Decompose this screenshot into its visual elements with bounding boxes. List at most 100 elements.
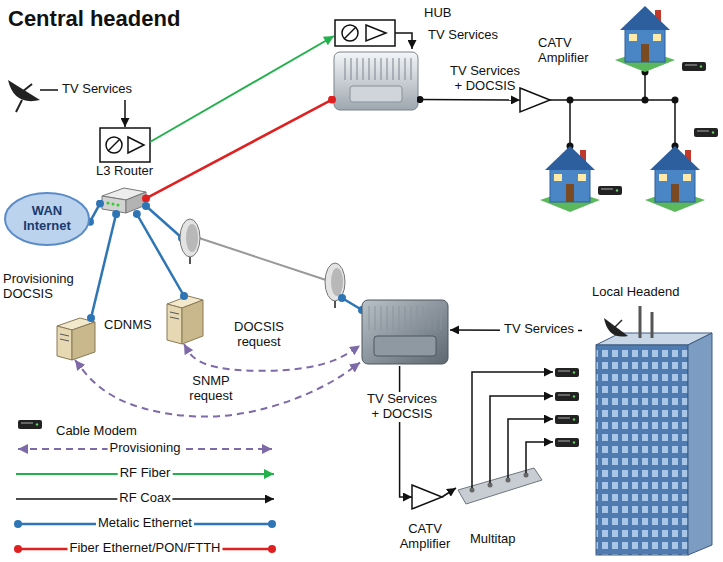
legend-label: Metalic Ethernet	[96, 516, 194, 531]
satellite-dish	[614, 320, 622, 328]
multitap	[458, 468, 542, 504]
server-icon	[60, 339, 69, 341]
illustration	[180, 219, 200, 264]
router-icon	[117, 204, 120, 207]
connector	[400, 366, 412, 497]
router-icon	[107, 202, 110, 205]
building	[596, 306, 712, 555]
illustration	[615, 6, 675, 72]
coax-tree	[674, 100, 676, 146]
cdnms-server: CDNMS	[165, 296, 203, 344]
wan-cloud: WAN Internet	[4, 192, 90, 246]
router-icon	[102, 196, 126, 213]
optical-transmitter	[100, 128, 150, 162]
optical-receiver	[342, 25, 358, 41]
legend-label: Fiber Ethernet/PON/FTTH	[68, 541, 223, 556]
coax-dot	[642, 97, 649, 104]
server-icon	[167, 296, 203, 344]
node-device: TV Services + DOCSIS	[360, 298, 450, 366]
node-label: WAN Internet	[15, 204, 79, 234]
legend-label: Cable Modem	[56, 424, 137, 439]
hub-device: HUB	[332, 50, 420, 112]
rf-fiber-line	[150, 36, 334, 142]
ethernet-line	[146, 206, 182, 238]
node-device	[374, 336, 436, 356]
illustration	[682, 62, 706, 71]
connector	[75, 360, 360, 417]
router-icon	[102, 188, 146, 213]
ethernet-line	[342, 298, 362, 310]
hub-node-device	[334, 52, 418, 110]
legend-label: Provisioning	[108, 441, 183, 456]
optical-receiver	[335, 20, 395, 46]
satellite-dish	[22, 84, 32, 92]
optical-transmitter	[100, 128, 150, 162]
satellite-dish	[8, 80, 40, 101]
illustration	[555, 415, 579, 424]
illustration	[555, 438, 579, 447]
building	[688, 333, 712, 555]
connector-label: DOCSIS request	[226, 320, 292, 350]
connector	[90, 204, 100, 222]
connector	[420, 99, 520, 101]
illustration	[555, 368, 579, 377]
coax-dot	[567, 69, 679, 150]
optical-receiver	[344, 27, 356, 39]
node-label: Provisioning DOCSIS	[3, 272, 91, 302]
connector	[442, 488, 456, 497]
connector	[137, 214, 184, 296]
multitap	[458, 468, 542, 504]
legend-samples	[16, 420, 274, 549]
illustration	[645, 146, 705, 212]
multitap	[488, 483, 493, 488]
connector	[91, 214, 116, 318]
connector-label: TV Services + DOCSIS	[445, 64, 525, 94]
signal-label: TV Services	[428, 28, 498, 43]
router: L3 Router	[100, 188, 146, 214]
node-label: CDNMS	[104, 318, 160, 333]
optical-receiver	[335, 20, 412, 49]
multitap	[506, 478, 511, 483]
optical-transmitter	[108, 139, 120, 151]
amplifier-symbol	[520, 88, 550, 112]
multitap: Multitap	[456, 468, 542, 508]
node-label: Local Headend	[592, 285, 702, 300]
node-device	[362, 300, 448, 364]
cloud-ellipse	[5, 193, 89, 245]
legend-samples	[18, 420, 42, 429]
server-icon	[57, 318, 95, 360]
coax-tree	[569, 100, 571, 146]
router-icon	[126, 192, 146, 213]
node-label: CATV Amplifier	[538, 36, 608, 66]
satellite-dish	[40, 89, 58, 91]
connector-label: TV Services	[500, 322, 578, 337]
drop-cable	[472, 372, 553, 488]
node-label: TV Services + DOCSIS	[360, 392, 444, 422]
drop-cable	[526, 442, 553, 473]
optical-receiver	[366, 25, 386, 41]
legend-label: RF Fiber	[118, 466, 173, 481]
connector-label: SNMP request	[180, 374, 242, 404]
building	[639, 306, 642, 338]
provisioning-server: Provisioning DOCSIS	[55, 318, 95, 360]
local-headend: Local Headend	[582, 316, 716, 556]
illustration	[540, 146, 600, 212]
coax-dot	[672, 97, 679, 104]
amplifier-symbol	[412, 485, 442, 509]
diagram-title: Central headend	[8, 6, 180, 31]
illustration	[555, 392, 579, 401]
optical-transmitter	[106, 137, 122, 153]
server-icon	[167, 304, 182, 344]
illustration	[325, 263, 345, 308]
coax-tree	[644, 72, 646, 100]
node-label: L3 Router	[96, 164, 168, 179]
server-icon	[72, 322, 95, 360]
connector	[146, 100, 332, 199]
satellite-dish	[604, 318, 628, 337]
satellite-dish	[16, 100, 22, 112]
multitap	[470, 488, 475, 493]
building	[651, 312, 654, 338]
node-device	[368, 306, 442, 330]
node-label: Multitap	[470, 532, 540, 547]
satellite-dish	[8, 80, 58, 112]
